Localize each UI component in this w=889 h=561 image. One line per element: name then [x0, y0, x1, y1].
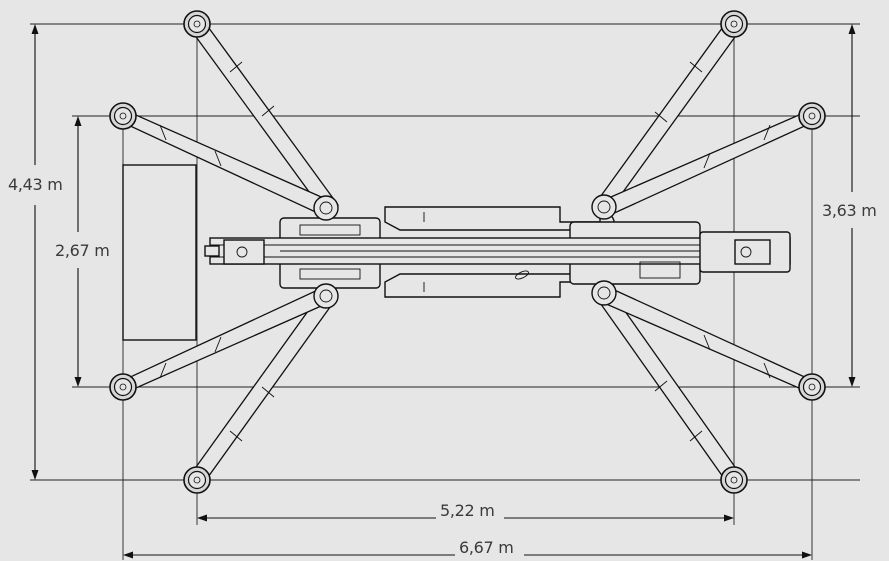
- outrigger-height-label: 3,63 m: [822, 201, 877, 220]
- dimension-outrigger-height: 3,63 m: [822, 24, 877, 387]
- outer-width-label: 6,67 m: [459, 538, 514, 557]
- inner-width-label: 5,22 m: [440, 501, 495, 520]
- inner-height-label: 2,67 m: [55, 241, 110, 260]
- outer-height-label: 4,43 m: [8, 175, 63, 194]
- dimension-outer-height: 4,43 m: [8, 24, 63, 480]
- crane-chassis: [204, 194, 791, 309]
- dimension-inner-width: 5,22 m: [197, 501, 734, 522]
- dimension-outer-width: 6,67 m: [123, 538, 812, 559]
- counterweight-block: [122, 164, 197, 341]
- dimension-inner-height: 2,67 m: [55, 116, 110, 387]
